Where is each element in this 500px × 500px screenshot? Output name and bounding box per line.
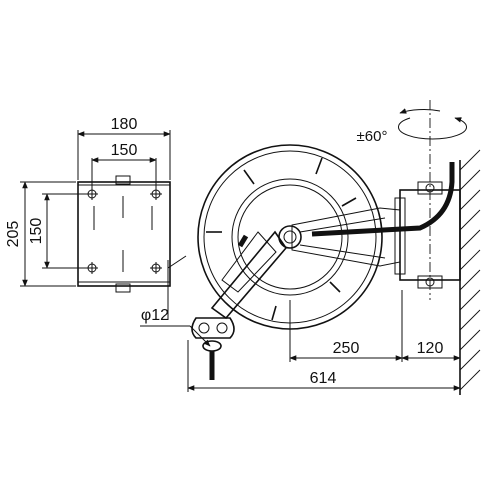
inlet-hose (311, 162, 455, 237)
rotation-label: ±60° (357, 128, 388, 145)
reel-hub (278, 225, 302, 249)
wall-hatching (459, 149, 481, 391)
dim-bracket-to-reel-label: 250 (333, 340, 360, 357)
bracket-top-pivot (417, 181, 443, 195)
hose-reel-view: ±60° (140, 100, 481, 395)
hose-guide-arm (210, 230, 288, 320)
bracket-bottom-pivot (417, 275, 443, 289)
top-lug (115, 175, 131, 185)
drum-slots (206, 157, 357, 321)
reel-drum-inner (231, 178, 349, 296)
support-arm (291, 207, 401, 267)
mounting-hole (150, 262, 162, 274)
mounting-hole (150, 188, 162, 200)
hose-stop-ball (202, 340, 222, 352)
dim-height-holes-label: 150 (28, 218, 45, 245)
dim-bracket-depth-label: 120 (417, 340, 444, 357)
bottom-lug (115, 283, 131, 293)
dim-width-holes-label: 150 (111, 142, 138, 159)
rotation-arrow-icon (398, 117, 467, 140)
dim-height-outer-label: 205 (5, 221, 22, 248)
mounting-plate-view: 180 150 205 150 (5, 116, 171, 293)
dim-total-length-label: 614 (310, 370, 337, 387)
dim-width-outer-label: 180 (111, 116, 138, 133)
mounting-plate (77, 181, 171, 287)
hose-roller-guide (191, 317, 235, 339)
hose-diameter-label: φ12 (141, 307, 169, 324)
